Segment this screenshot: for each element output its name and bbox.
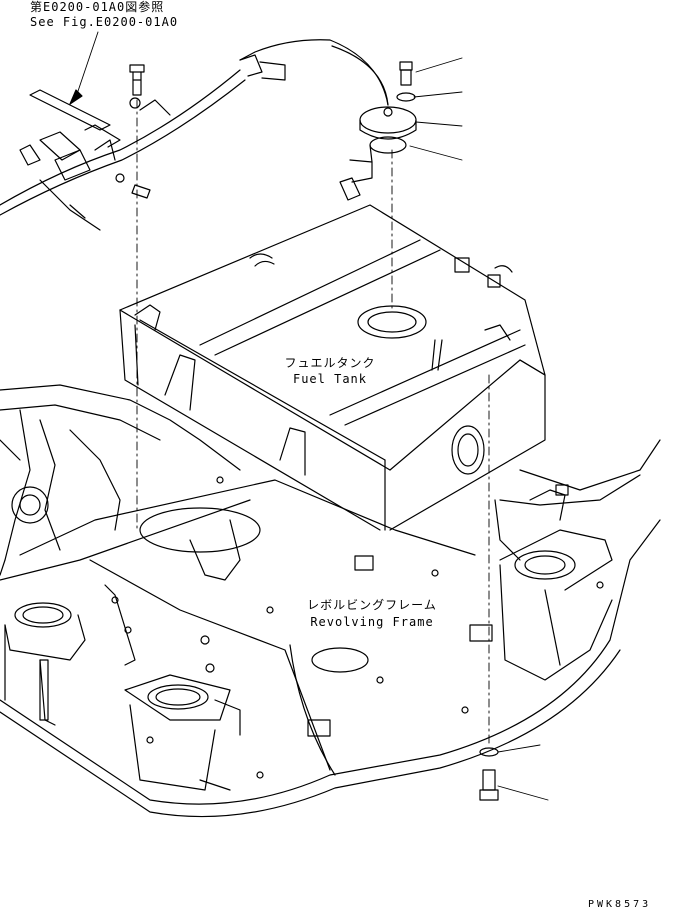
mounting-bolt [479,747,499,801]
leader-lines [74,31,549,801]
wiring-harness [0,54,286,231]
fuel-tank-label-en: Fuel Tank [292,372,368,386]
fuel-sender-assembly [239,39,417,201]
fuel-tank [119,204,546,531]
fuel-tank-label-jp: フュエルタンク [284,356,376,370]
drawing-code: PWK8573 [588,899,652,910]
reference-label-jp: 第E0200-01A0図参照 [30,0,165,14]
revolving-frame-label-en: Revolving Frame [310,615,434,629]
revolving-frame [0,384,661,818]
arrow-icon [69,89,83,105]
revolving-frame-label-jp: レボルビングフレーム [307,598,437,612]
reference-label-en: See Fig.E0200-01A0 [30,15,179,29]
center-lines [136,99,490,746]
